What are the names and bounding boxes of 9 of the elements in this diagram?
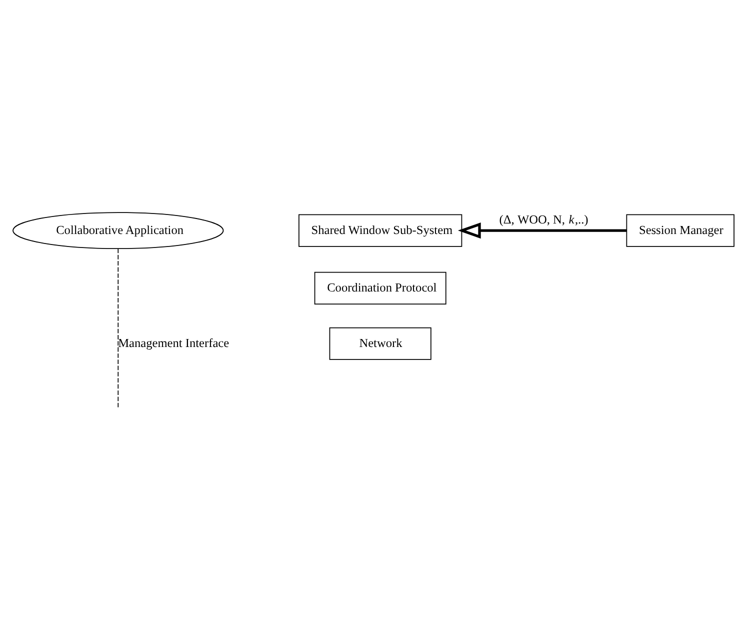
node-ellipse: Collaborative Application xyxy=(12,212,224,250)
node-box: Coordination Protocol xyxy=(314,272,446,304)
edge-label: (Δ, WOO, N, k,..) xyxy=(499,212,588,227)
arrow xyxy=(458,222,626,239)
edge-label: Management Interface xyxy=(118,336,230,350)
node-box: Network xyxy=(329,327,432,360)
node-box: Shared Window Sub-System xyxy=(298,214,462,247)
connector xyxy=(118,248,119,408)
node-box: Session Manager xyxy=(626,214,734,247)
